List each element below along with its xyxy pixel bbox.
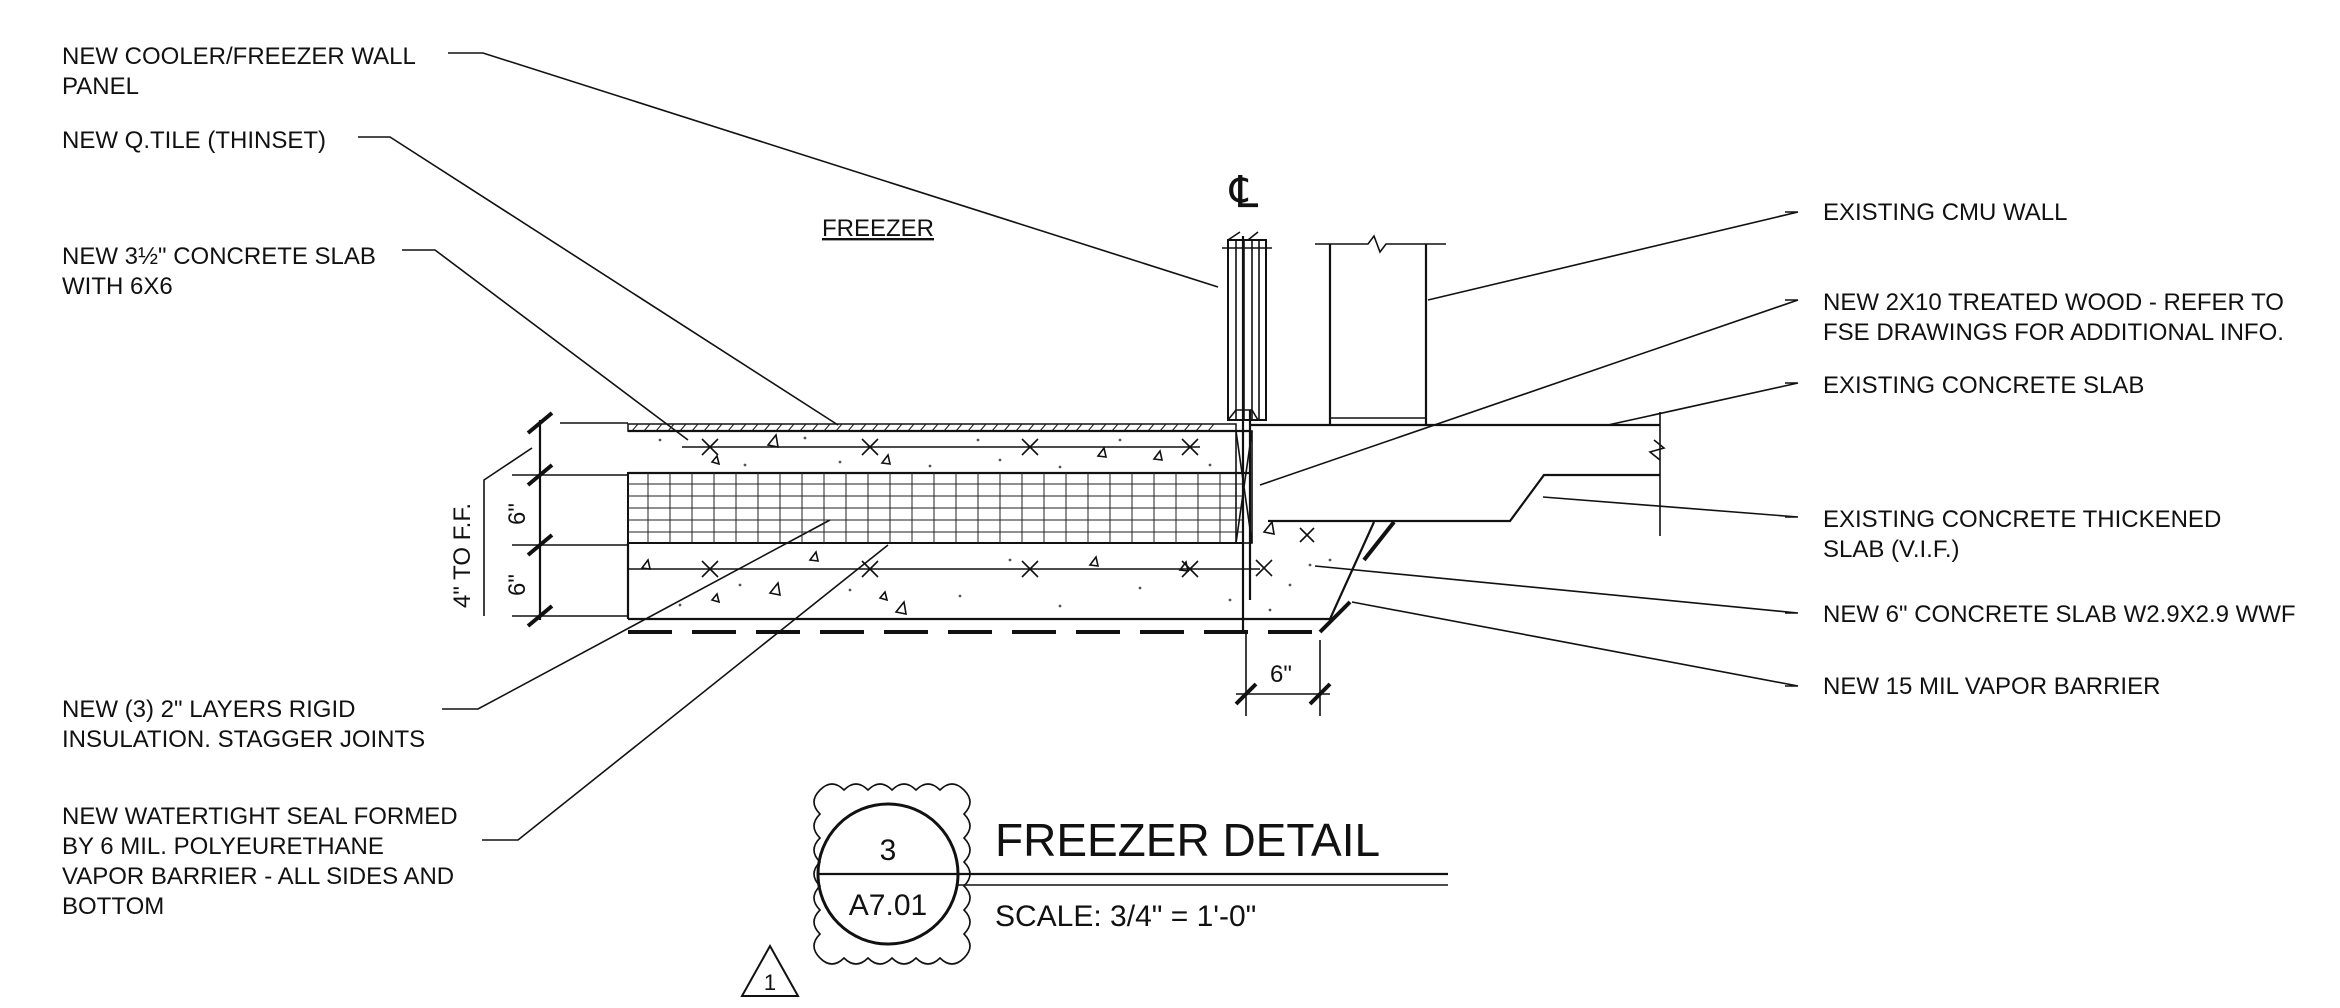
callout-cmu-wall-line1: EXISTING CMU WALL: [1823, 199, 2067, 226]
leader-rigid-insulation: [442, 519, 831, 710]
leader-watertight-seal: [482, 544, 889, 841]
detail-title: FREEZER DETAIL: [995, 814, 1380, 866]
leader-thickened-slab: [1542, 496, 1799, 518]
leader-wall-panel: [448, 52, 1219, 288]
callout-watertight-seal-line3: VAPOR BARRIER - ALL SIDES AND: [62, 863, 454, 890]
callout-vapor-barrier: NEW 15 MIL VAPOR BARRIER: [1823, 673, 2160, 700]
dimension-overall-text: 4" TO F.F.: [449, 503, 476, 608]
revision-triangle-shape: [740, 943, 800, 997]
leader-qtile: [358, 136, 839, 426]
callout-rigid-insulation: NEW (3) 2" LAYERS RIGID INSULATION. STAG…: [62, 696, 425, 753]
callout-watertight-seal-line4: BOTTOM: [62, 893, 164, 920]
callout-treated-wood: NEW 2X10 TREATED WOOD - REFER TO FSE DRA…: [1823, 289, 2284, 346]
callout-treated-wood-line1: NEW 2X10 TREATED WOOD - REFER TO: [1823, 289, 2284, 316]
space-label-freezer: FREEZER: [822, 215, 934, 242]
callout-wall-panel-line1: NEW COOLER/FREEZER WALL: [62, 43, 416, 70]
leader-lines: [358, 52, 1799, 841]
callout-qtile-line1: NEW Q.TILE (THINSET): [62, 127, 326, 154]
upper-slab-aggregate: [658, 433, 1212, 469]
wall-panel: [1227, 239, 1267, 421]
callout-watertight-seal: NEW WATERTIGHT SEAL FORMED BY 6 MIL. POL…: [62, 803, 458, 920]
leader-concrete-slab: [402, 249, 689, 441]
existing-slab: [1250, 412, 1666, 536]
callout-concrete-slab-line2: WITH 6X6: [62, 273, 173, 300]
callout-rigid-insulation-line2: INSULATION. STAGGER JOINTS: [62, 726, 425, 753]
treated-wood: [1235, 430, 1253, 544]
callout-existing-slab: EXISTING CONCRETE SLAB: [1823, 372, 2144, 399]
sheet-number: A7.01: [849, 889, 927, 922]
callout-qtile: NEW Q.TILE (THINSET): [62, 127, 326, 154]
callout-existing-slab-line1: EXISTING CONCRETE SLAB: [1823, 372, 2144, 399]
callout-thickened-slab-line2: SLAB (V.I.F.): [1823, 536, 1960, 563]
callout-treated-wood-line2: FSE DRAWINGS FOR ADDITIONAL INFO.: [1823, 319, 2284, 346]
leader-cmu-wall: [1427, 211, 1799, 301]
centerline-symbol: ℄: [1229, 168, 1259, 217]
callout-vapor-barrier-line1: NEW 15 MIL VAPOR BARRIER: [1823, 673, 2160, 700]
revision-cloud: [813, 783, 971, 965]
detail-scale: SCALE: 3/4" = 1'-0": [995, 900, 1256, 933]
lower-slab-mesh-ties: [701, 527, 1315, 578]
title-block: 3 A7.01 FREEZER DETAIL SCALE: 3/4" = 1'-…: [740, 783, 1448, 997]
callout-watertight-seal-line2: BY 6 MIL. POLYEURETHANE: [62, 833, 384, 860]
leader-treated-wood: [1259, 299, 1799, 486]
callout-new-6in-slab-line1: NEW 6" CONCRETE SLAB W2.9X2.9 WWF: [1823, 601, 2296, 628]
dimension-overall: 4" TO F.F. 6" 6": [449, 411, 628, 628]
callout-wall-panel-line2: PANEL: [62, 73, 139, 100]
leader-existing-slab: [1607, 382, 1799, 426]
revision-number: 1: [764, 970, 776, 995]
callout-rigid-insulation-line1: NEW (3) 2" LAYERS RIGID: [62, 696, 355, 723]
section-geometry: [626, 231, 1666, 634]
callout-thickened-slab-line1: EXISTING CONCRETE THICKENED: [1823, 506, 2221, 533]
vapor-barrier-edge-high: [1362, 520, 1396, 562]
qtile-hatch: [631, 423, 1215, 432]
callout-concrete-slab: NEW 3½" CONCRETE SLAB WITH 6X6: [62, 243, 376, 300]
leader-new-6in-slab: [1314, 565, 1799, 614]
upper-slab-mesh-ties: [701, 438, 1199, 456]
dimension-insulation-text: 6": [504, 503, 531, 525]
lower-slab-sloped-edge: [1240, 521, 1376, 621]
vapor-barrier-edge-low: [1318, 600, 1352, 634]
insulation-hatch: [628, 473, 1243, 543]
cmu-wall: [1315, 234, 1446, 424]
dimension-footing-width: 6": [1234, 634, 1332, 716]
dimension-footing-width-text: 6": [1270, 661, 1292, 688]
callout-concrete-slab-line1: NEW 3½" CONCRETE SLAB: [62, 243, 376, 270]
detail-number: 3: [880, 834, 897, 867]
callout-new-6in-slab: NEW 6" CONCRETE SLAB W2.9X2.9 WWF: [1823, 601, 2296, 628]
callout-watertight-seal-line1: NEW WATERTIGHT SEAL FORMED: [62, 803, 458, 830]
lower-slab-aggregate: [640, 520, 1332, 616]
callout-wall-panel: NEW COOLER/FREEZER WALL PANEL: [62, 43, 416, 100]
leader-vapor-barrier: [1351, 601, 1799, 687]
callout-cmu-wall: EXISTING CMU WALL: [1823, 199, 2067, 226]
callout-thickened-slab: EXISTING CONCRETE THICKENED SLAB (V.I.F.…: [1823, 506, 2221, 563]
dimension-slab-text: 6": [504, 574, 531, 596]
